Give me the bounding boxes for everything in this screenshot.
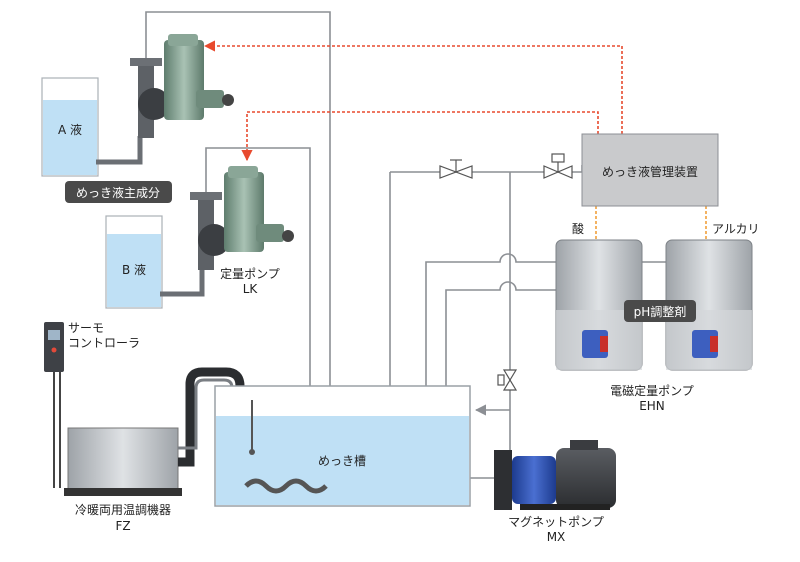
metering-pump-top [130,34,234,138]
em-pump-model: EHN [639,399,665,413]
alkali-label: アルカリ [712,222,760,236]
acid-tank [555,239,643,371]
thermo-controller [44,322,64,488]
valve-1 [439,159,473,179]
ph-agent-tag: pH調整剤 [624,300,696,322]
tank-b: B 液 [105,215,163,309]
metering-pump-model: LK [243,282,259,296]
plating-bath: めっき槽 [214,385,471,507]
magnet-pump [494,440,616,510]
plating-bath-label: めっき槽 [318,454,366,468]
tank-a: A 液 [41,77,99,177]
acid-label: 酸 [572,221,584,236]
magnet-pump-model: MX [547,530,566,544]
plating-solution-controller: めっき液管理装置 [581,133,719,207]
temp-unit-name: 冷暖両用温調機器 [75,502,171,517]
valve-2 [543,153,573,179]
tank-b-label: B 液 [122,262,146,277]
valve-3 [497,369,518,391]
magnet-pump-name: マグネットポンプ [508,515,604,529]
temp-unit-model: FZ [115,519,130,533]
thermo-controller-label-1: サーモ [68,321,104,335]
controller-label: めっき液管理装置 [602,164,698,179]
metering-pump-lower [190,166,294,270]
em-pump-name: 電磁定量ポンプ [610,383,694,398]
thermo-controller-label-2: コントローラ [68,336,140,350]
plating-components-tag: めっき液主成分 [65,181,172,203]
plating-components-label: めっき液主成分 [76,185,160,200]
tank-a-label: A 液 [58,122,82,137]
ph-agent-label: pH調整剤 [634,304,687,319]
metering-pump-name: 定量ポンプ [220,266,280,281]
temp-control-unit [64,367,245,496]
